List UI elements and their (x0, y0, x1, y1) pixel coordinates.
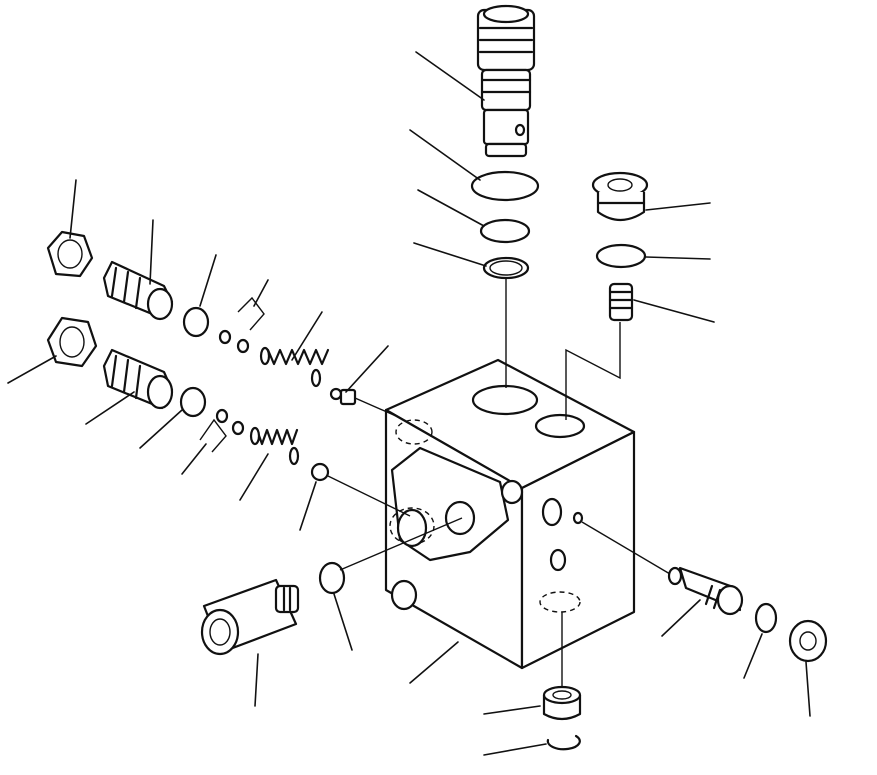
nut-lower (46, 316, 98, 368)
nut-upper (46, 230, 94, 278)
ball (310, 462, 330, 482)
valve-body (384, 358, 636, 670)
snap-ring (546, 734, 581, 751)
spring-left-upper (259, 346, 330, 388)
leader-lines (7, 51, 811, 756)
body-port-small (534, 413, 586, 439)
o-ring-medium (479, 218, 531, 244)
assembly-lines (199, 278, 671, 688)
sleeve-lower (102, 348, 174, 410)
o-ring-large (470, 170, 540, 202)
o-ring-left-1 (182, 306, 210, 338)
cap-right (788, 619, 828, 663)
o-ring-adapter (318, 561, 346, 595)
o-ring-plug (595, 243, 647, 269)
bushing (542, 685, 582, 721)
poppet (329, 387, 357, 406)
o-ring-right (754, 602, 778, 634)
adapter (200, 578, 300, 656)
cartridge-valve (476, 4, 536, 158)
flange-port (444, 500, 476, 536)
plug (591, 171, 649, 222)
check-valve-right (667, 566, 744, 616)
spring-left-lower (249, 426, 300, 466)
body-port-large (471, 384, 539, 416)
o-ring-left-2 (179, 386, 207, 418)
sleeve-upper (102, 260, 174, 321)
spring-small (608, 282, 634, 322)
